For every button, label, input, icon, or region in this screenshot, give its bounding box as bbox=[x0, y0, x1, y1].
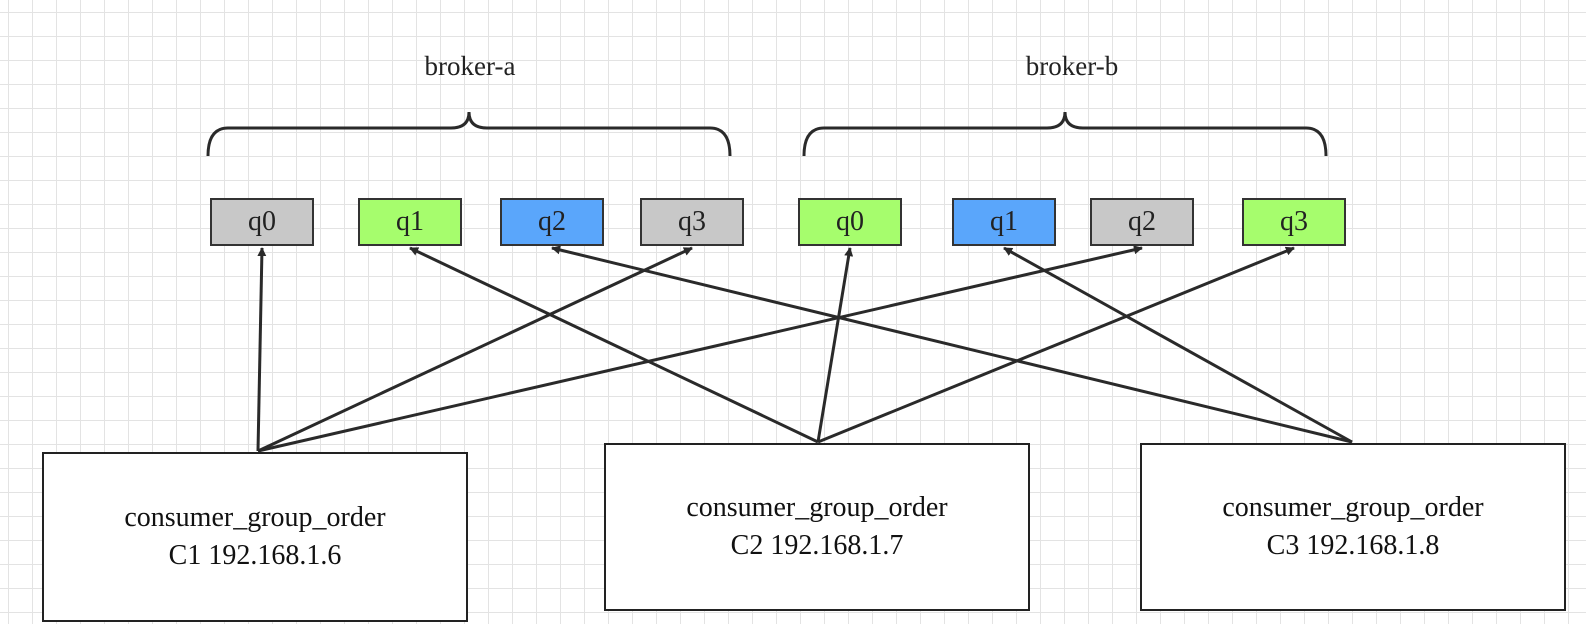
consumer-c1-name: C1 192.168.1.6 bbox=[168, 540, 342, 571]
arrow-c3-to-b-q1 bbox=[1003, 246, 1353, 444]
consumer-c3-box: consumer_group_order C3 192.168.1.8 bbox=[1140, 443, 1566, 611]
arrow-c1-to-a-q3 bbox=[257, 246, 693, 453]
queue-broker-a-q2: q2 bbox=[500, 198, 604, 246]
consumer-c3-name: C3 192.168.1.8 bbox=[1266, 530, 1440, 561]
arrow-c2-to-b-q0 bbox=[816, 247, 854, 443]
broker-b-brace bbox=[802, 111, 1328, 157]
queue-broker-b-q3: q3 bbox=[1242, 198, 1346, 246]
arrow-c3-to-a-q2 bbox=[551, 245, 1353, 444]
consumer-c2-group: consumer_group_order bbox=[686, 492, 948, 523]
broker-b-label: broker-b bbox=[1025, 51, 1119, 81]
broker-a-brace bbox=[206, 111, 732, 157]
consumer-c3-group: consumer_group_order bbox=[1222, 492, 1484, 523]
consumer-c2-name: C2 192.168.1.7 bbox=[730, 530, 904, 561]
arrow-c2-to-a-q1 bbox=[409, 246, 819, 444]
consumer-c1-group: consumer_group_order bbox=[124, 502, 386, 533]
broker-a-label: broker-a bbox=[424, 51, 516, 81]
queue-broker-a-q3: q3 bbox=[640, 198, 744, 246]
queue-broker-a-q1: q1 bbox=[358, 198, 462, 246]
consumer-c1-box: consumer_group_order C1 192.168.1.6 bbox=[42, 452, 468, 622]
queue-broker-b-q2: q2 bbox=[1090, 198, 1194, 246]
consumer-c2-box: consumer_group_order C2 192.168.1.7 bbox=[604, 443, 1030, 611]
queue-broker-b-q1: q1 bbox=[952, 198, 1056, 246]
queue-broker-b-q0: q0 bbox=[798, 198, 902, 246]
arrow-c1-to-b-q2 bbox=[257, 245, 1143, 453]
arrow-c2-to-b-q3 bbox=[817, 246, 1295, 444]
queue-broker-a-q0: q0 bbox=[210, 198, 314, 246]
arrow-c1-to-a-q0 bbox=[256, 247, 267, 452]
